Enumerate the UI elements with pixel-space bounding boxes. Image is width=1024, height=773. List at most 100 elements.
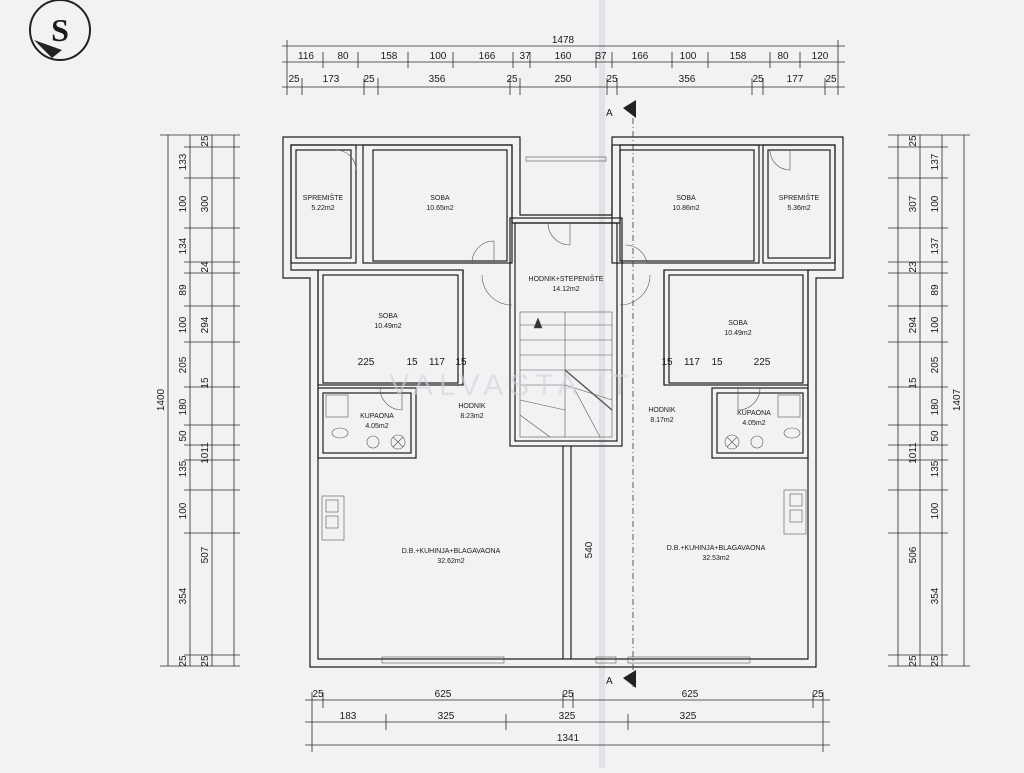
section-arrow-top [623, 100, 636, 118]
doors [335, 149, 791, 411]
room-area-kupaona-left: 4.05m2 [365, 423, 388, 430]
dim-right-c3-6: 180 [930, 398, 941, 415]
dim-top-r1-0: 116 [298, 51, 314, 62]
dim-right-c2-1: 307 [908, 195, 919, 212]
dim-right-c3-10: 354 [930, 587, 941, 604]
room-area-soba-mid-right: 10.49m2 [724, 330, 751, 337]
dim-top-r2-0: 25 [288, 74, 300, 85]
room-name-soba-top-left: SOBA [430, 195, 450, 202]
dim-left-c2-2: 24 [200, 261, 211, 273]
kitchen-counter-right [783, 489, 807, 535]
dim-left-c2-3: 294 [200, 316, 211, 333]
dim-right-total: 1407 [952, 388, 963, 411]
dim-left-c3-8: 135 [178, 460, 189, 477]
dim-right-c2-4: 15 [908, 377, 919, 389]
dim-left-c2-6: 507 [200, 546, 211, 563]
dim-inner-left-2: 117 [429, 357, 445, 368]
dim-bottom-r1-3: 625 [682, 689, 699, 700]
dim-top-r2-5: 250 [555, 74, 572, 85]
room-area-hodnik-left: 8.23m2 [460, 413, 483, 420]
room-area-kupaona-right: 4.05m2 [742, 420, 765, 427]
section-label-top: A [606, 108, 613, 119]
room-name-living-right: D.B.+KUHINJA+BLAGAVAONA [667, 545, 766, 552]
company-logo: S [29, 0, 91, 61]
dim-left-c3-2: 134 [178, 237, 189, 254]
dim-top-r1-6: 160 [555, 51, 572, 62]
dim-top-r2-8: 25 [752, 74, 764, 85]
room-name-hodnik-right: HODNIK [648, 407, 676, 414]
dim-right-c3-11: 25 [930, 655, 941, 667]
dim-right-c3-8: 135 [930, 460, 941, 477]
dim-left-c2-1: 300 [200, 195, 211, 212]
dim-top-r2-10: 25 [825, 74, 837, 85]
room-area-hodnik-right: 8.17m2 [650, 417, 673, 424]
room-name-kupaona-right: KUPAONA [737, 410, 771, 417]
room-labels: SPREMIŠTE 5.22m2 SOBA 10.65m2 HODNIK+STE… [303, 193, 820, 565]
room-name-kupaona-left: KUPAONA [360, 413, 394, 420]
dim-right-c3-7: 50 [930, 430, 941, 442]
dim-inner-left-3: 15 [455, 357, 467, 368]
dim-right-c2-5: 1011 [908, 442, 919, 464]
dim-right-c3-5: 205 [930, 356, 941, 373]
dim-left-c3-5: 205 [178, 356, 189, 373]
room-name-soba-top-right: SOBA [676, 195, 696, 202]
top-dimensions: 1478 116 80 158 100 166 37 160 37 166 10… [282, 35, 845, 95]
dim-left-c3-7: 50 [178, 430, 189, 442]
dim-bottom-r2-1: 325 [438, 711, 455, 722]
dim-top-r1-2: 158 [381, 51, 398, 62]
dim-left-c2-7: 25 [200, 655, 211, 667]
dim-bottom-r2-0: 183 [340, 711, 357, 722]
dim-bottom-r2-3: 325 [680, 711, 697, 722]
dim-right-c2-0: 25 [908, 135, 919, 147]
windows [381, 156, 751, 664]
room-area-soba-top-left: 10.65m2 [426, 205, 453, 212]
bottom-dimensions: 25 625 25 625 25 183 325 325 325 1341 [305, 689, 830, 752]
dim-inner-left-0: 225 [358, 357, 375, 368]
dim-bottom-r1-4: 25 [812, 689, 824, 700]
dim-top-r2-7: 356 [679, 74, 696, 85]
left-dimensions: 1400 25 300 24 294 15 1011 507 25 133 10… [156, 134, 240, 667]
staircase [519, 311, 613, 438]
dim-inner-right-0: 15 [661, 357, 673, 368]
bathroom-fixtures-right [724, 394, 801, 450]
dim-left-c3-10: 354 [178, 587, 189, 604]
room-name-living-left: D.B.+KUHINJA+BLAGAVAONA [402, 548, 501, 555]
dim-bottom-r1-2: 25 [562, 689, 574, 700]
inner-walls [290, 144, 836, 659]
room-area-spremiste-left: 5.22m2 [311, 205, 334, 212]
dim-inner-right-3: 225 [754, 357, 771, 368]
kitchen-counter-left [321, 495, 345, 541]
watermark: VALVASTA IT [389, 369, 635, 402]
bathroom-fixtures-left [325, 394, 406, 450]
dim-top-r2-3: 356 [429, 74, 446, 85]
dim-bottom-r1-1: 625 [435, 689, 452, 700]
dim-top-r1-9: 100 [680, 51, 697, 62]
room-area-living-right: 32.53m2 [702, 555, 729, 562]
room-name-hodnik-left: HODNIK [458, 403, 486, 410]
dim-left-c3-0: 133 [178, 153, 189, 170]
dim-left-c2-0: 25 [200, 135, 211, 147]
dim-top-r1-11: 80 [777, 51, 789, 62]
room-name-soba-mid-left: SOBA [378, 313, 398, 320]
dim-right-c2-2: 23 [908, 261, 919, 273]
section-label-bottom: A [606, 676, 613, 687]
dim-left-c3-6: 180 [178, 398, 189, 415]
dim-left-c3-4: 100 [178, 316, 189, 333]
dim-top-r1-7: 37 [595, 51, 607, 62]
dim-top-total: 1478 [552, 35, 575, 46]
dim-left-c3-11: 25 [178, 655, 189, 667]
dim-top-r1-4: 166 [479, 51, 496, 62]
dim-right-c3-4: 100 [930, 316, 941, 333]
section-line: A A [606, 100, 636, 690]
dim-left-c3-1: 100 [178, 195, 189, 212]
dim-left-c3-3: 89 [178, 284, 189, 296]
dim-right-c3-2: 137 [930, 237, 941, 254]
dim-bottom-total: 1341 [557, 733, 580, 744]
dim-top-r1-8: 166 [632, 51, 649, 62]
room-name-hodnik-stepeniste: HODNIK+STEPENIŠTE [529, 274, 604, 283]
dim-top-r2-6: 25 [606, 74, 618, 85]
dim-left-total: 1400 [156, 388, 167, 411]
inner-dimensions: 225 15 117 15 15 117 15 225 540 [358, 357, 771, 558]
room-area-hodnik-stepeniste: 14.12m2 [552, 286, 579, 293]
